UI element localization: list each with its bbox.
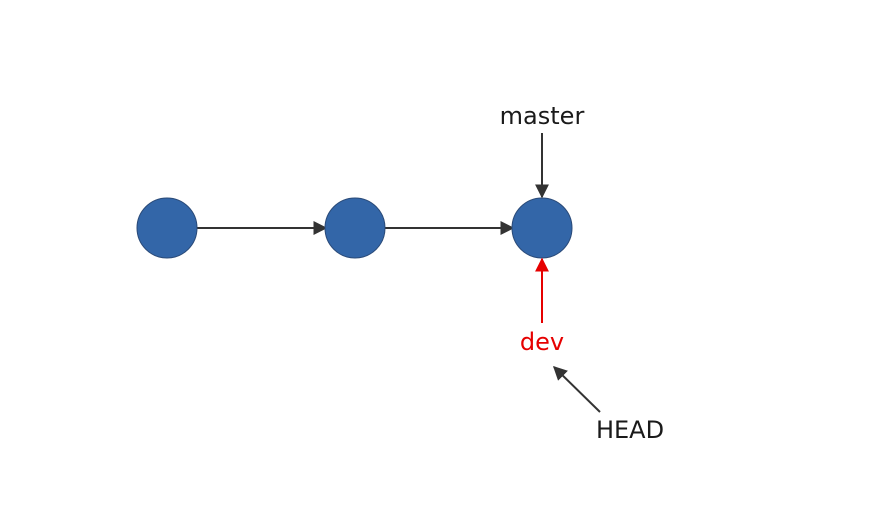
master-branch-label: master: [500, 102, 585, 130]
commit-node-2: [324, 197, 386, 259]
head-pointer-arrow: [552, 366, 601, 413]
commit-node-3: [511, 197, 573, 259]
head-label: HEAD: [596, 416, 664, 444]
commit-node-1: [136, 197, 198, 259]
dev-branch-label: dev: [520, 328, 564, 356]
